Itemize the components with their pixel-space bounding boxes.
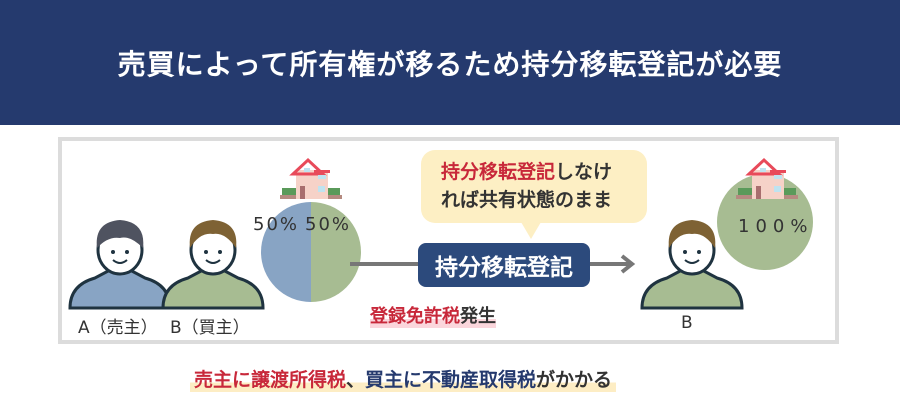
person-b-buyer-avatar (161, 220, 265, 310)
person-b-after-avatar (640, 220, 744, 310)
person-a-label: A（売主） (78, 318, 158, 338)
share-b-label: 50% (305, 214, 352, 235)
bottom-seller-tax: 売主に譲渡所得税 (194, 369, 347, 391)
pie-chart-100 (717, 158, 813, 270)
person-b-after-label: B (681, 313, 693, 333)
tax-highlight: 登録免許税 (370, 306, 460, 327)
illustrations (68, 158, 813, 310)
header-banner: 売買によって所有権が移るため持分移転登記が必要 (0, 0, 900, 125)
person-a-seller-avatar (68, 220, 172, 310)
pie-slice-b (311, 202, 361, 302)
house-icon (278, 158, 344, 201)
bubble-highlight: 持分移転登記 (441, 161, 556, 183)
tax-rest: 発生 (460, 306, 496, 327)
bottom-note: 売主に譲渡所得税、買主に不動産取得税がかかる (190, 365, 617, 392)
bottom-sep: 、 (346, 369, 366, 391)
registration-label: 持分移転登記 (418, 243, 590, 287)
tax-note: 登録免許税発生 (370, 302, 496, 328)
share-after-label: 100% (738, 216, 814, 237)
bubble-text-2: れば共有状態のまま (441, 189, 613, 211)
page-title: 売買によって所有権が移るため持分移転登記が必要 (117, 47, 783, 81)
bubble-text-1: しなけ (555, 161, 613, 183)
speech-bubble: 持分移転登記しなけ れば共有状態のまま (421, 150, 647, 239)
pie-chart-50-50 (261, 158, 361, 302)
bottom-rest: がかかる (536, 369, 613, 391)
bottom-buyer-tax: 買主に不動産取得税 (365, 369, 537, 391)
pie-slice-a (261, 202, 311, 302)
share-a-label: 50% (253, 214, 300, 235)
person-b-label: B（買主） (170, 318, 250, 338)
